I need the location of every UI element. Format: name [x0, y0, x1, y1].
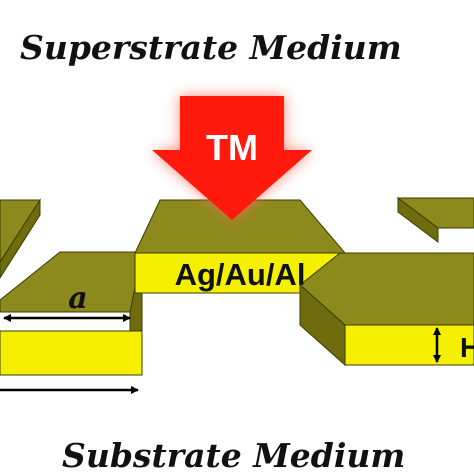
right-front-bar: [299, 252, 474, 367]
left-partial-bar: [0, 198, 41, 279]
right-bar-front-face: [344, 324, 474, 366]
center-bar: [134, 199, 347, 294]
right-back-bar: [396, 197, 474, 243]
superstrate-label: Superstrate Medium: [20, 28, 402, 67]
tm-label: TM: [206, 127, 258, 168]
left-front-bar: [0, 251, 143, 376]
width-symbol: a: [68, 281, 87, 316]
height-symbol: H: [460, 332, 474, 363]
metal-label: Ag/Au/Al: [175, 257, 306, 292]
tm-incident-arrow: [152, 96, 312, 220]
substrate-label: Substrate Medium: [62, 436, 405, 474]
left-bar-front-face: [0, 330, 143, 376]
